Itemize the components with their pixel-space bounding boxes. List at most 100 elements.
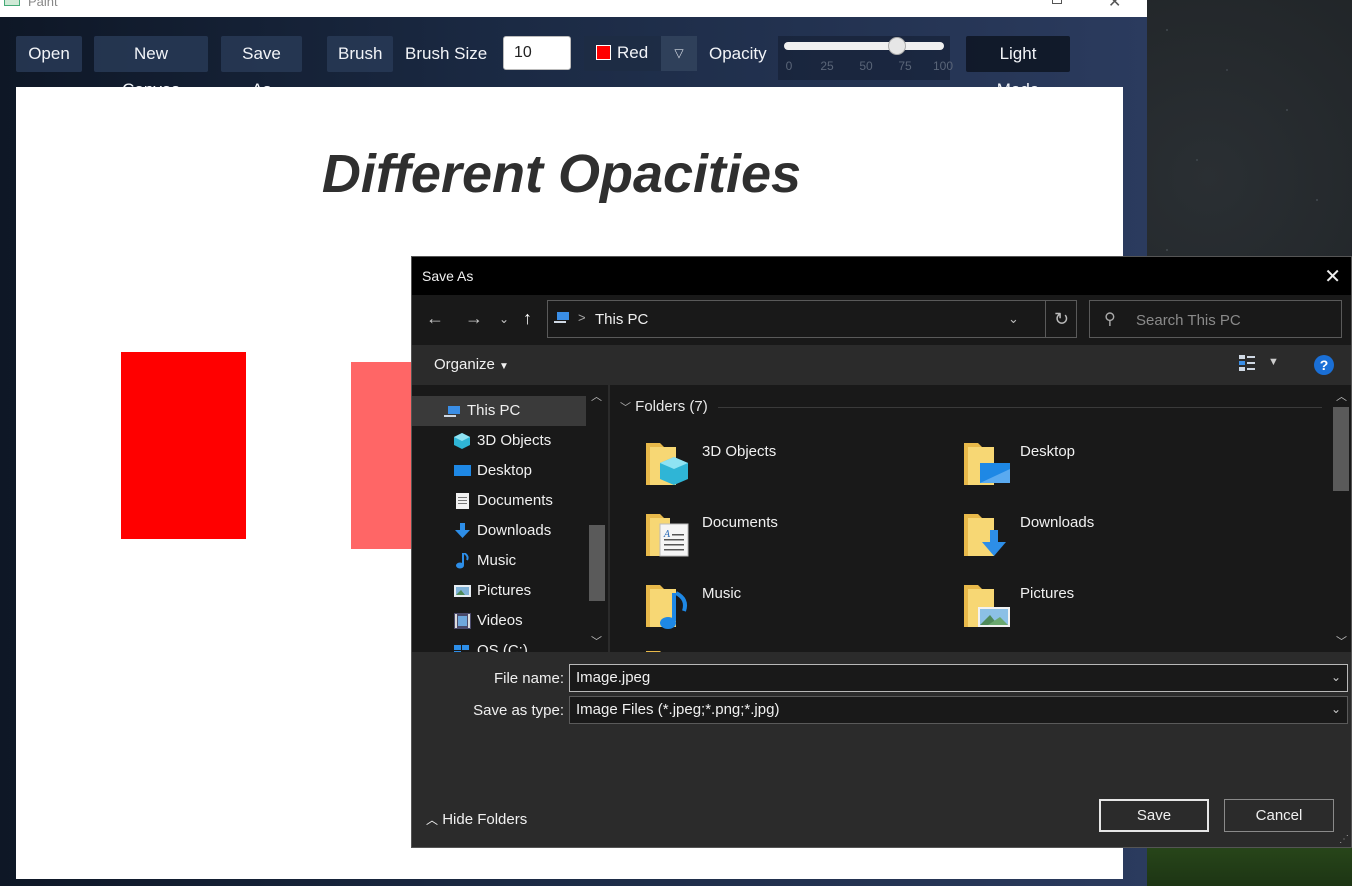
nav-item-this-pc[interactable]: This PC bbox=[412, 396, 586, 426]
nav-item-label: OS (C:) bbox=[477, 642, 528, 652]
save-button[interactable]: Save bbox=[1099, 799, 1209, 832]
folder-pictures-icon bbox=[964, 585, 1010, 627]
scroll-down-icon[interactable]: ﹀ bbox=[591, 636, 602, 648]
refresh-icon[interactable]: ↻ bbox=[1045, 301, 1077, 337]
save-as-type-select[interactable]: Image Files (*.jpeg;*.png;*.jpg) ⌄ bbox=[569, 696, 1348, 724]
chevron-down-icon[interactable]: ⌄ bbox=[1008, 311, 1019, 326]
search-box[interactable]: ⚲ bbox=[1089, 300, 1342, 338]
open-button[interactable]: Open bbox=[16, 36, 82, 72]
opacity-tick: 0 bbox=[785, 59, 793, 73]
hide-folders-button[interactable]: ︿ Hide Folders bbox=[426, 811, 527, 828]
up-arrow-icon[interactable]: ↑ bbox=[523, 308, 532, 328]
nav-item-music[interactable]: Music bbox=[412, 546, 586, 576]
folder-downloads[interactable]: Downloads bbox=[928, 506, 1228, 570]
brush-button[interactable]: Brush bbox=[327, 36, 393, 72]
chevron-down-icon[interactable]: ▽ bbox=[661, 36, 697, 71]
folder-label: Pictures bbox=[1020, 585, 1075, 602]
folder-label: Documents bbox=[702, 514, 778, 531]
folder-content-pane: ﹀ Folders (7) 3D Objects Desktop A bbox=[610, 385, 1351, 652]
nav-item-label: 3D Objects bbox=[477, 432, 552, 449]
maximize-icon[interactable] bbox=[1052, 0, 1062, 4]
svg-text:A: A bbox=[663, 530, 671, 540]
resize-grip-icon[interactable]: ⋰ bbox=[1339, 834, 1349, 845]
folder-documents[interactable]: A Documents bbox=[610, 506, 910, 570]
content-pane-scrollbar[interactable]: ︿ ﹀ bbox=[1331, 385, 1351, 652]
chevron-down-icon[interactable]: ⌄ bbox=[1330, 702, 1341, 716]
caret-down-icon[interactable]: ▼ bbox=[1268, 356, 1279, 368]
folder-downloads-icon bbox=[964, 514, 1006, 556]
desktop-background-foliage bbox=[1147, 846, 1352, 886]
folder-music-icon bbox=[646, 585, 687, 629]
nav-item-desktop[interactable]: Desktop bbox=[412, 456, 586, 486]
app-icon bbox=[4, 0, 20, 6]
pictures-icon bbox=[454, 585, 471, 597]
navigation-pane-scrollbar[interactable]: ︿ ﹀ bbox=[586, 385, 608, 652]
cancel-button[interactable]: Cancel bbox=[1224, 799, 1334, 832]
help-icon[interactable]: ? bbox=[1314, 355, 1334, 375]
opacity-slider-thumb[interactable] bbox=[888, 37, 906, 55]
folder-desktop-icon bbox=[964, 443, 1010, 485]
recent-locations-chevron-icon[interactable]: ⌄ bbox=[499, 312, 510, 326]
opacity-tick: 25 bbox=[820, 59, 834, 73]
opaque-red-rectangle bbox=[121, 352, 246, 539]
scroll-down-icon[interactable]: ﹀ bbox=[1336, 636, 1347, 648]
save-as-button[interactable]: Save As bbox=[221, 36, 302, 99]
music-icon bbox=[456, 553, 469, 569]
new-canvas-button[interactable]: New Canvas bbox=[94, 36, 208, 99]
address-bar[interactable]: > This PC ⌄ ↻ bbox=[547, 300, 1077, 338]
opacity-slider[interactable]: 0 25 50 75 100 bbox=[778, 36, 953, 80]
scrollbar-thumb[interactable] bbox=[1333, 407, 1349, 491]
folder-3d-objects[interactable]: 3D Objects bbox=[610, 435, 910, 499]
scroll-up-icon[interactable]: ︿ bbox=[591, 391, 602, 403]
nav-item-label: Downloads bbox=[477, 522, 552, 539]
organize-menu-button[interactable]: Organize ▼ bbox=[434, 356, 509, 373]
organize-label: Organize bbox=[434, 356, 495, 373]
opacity-slider-track[interactable] bbox=[784, 42, 944, 50]
folder-label: Downloads bbox=[1020, 514, 1095, 531]
nav-item-label: Music bbox=[477, 552, 517, 569]
navigation-bar: ← → ⌄ ↑ > This PC ⌄ ↻ ⚲ bbox=[412, 295, 1351, 345]
light-mode-button[interactable]: Light Mode bbox=[966, 36, 1070, 99]
opacity-tick: 75 bbox=[898, 59, 912, 73]
nav-item-3d-objects[interactable]: 3D Objects bbox=[412, 426, 586, 456]
scrollbar-thumb[interactable] bbox=[589, 525, 605, 601]
folder-music[interactable]: Music bbox=[610, 577, 910, 641]
folder-partial[interactable] bbox=[610, 643, 910, 652]
back-arrow-icon[interactable]: ← bbox=[426, 308, 444, 328]
nav-item-label: Pictures bbox=[477, 582, 532, 599]
file-name-input[interactable]: Image.jpeg ⌄ bbox=[569, 664, 1348, 692]
nav-item-os-c[interactable]: OS (C:) bbox=[412, 636, 586, 652]
color-select[interactable]: Red ▽ bbox=[584, 36, 697, 71]
opacity-label: Opacity bbox=[709, 44, 767, 63]
scroll-up-icon[interactable]: ︿ bbox=[1336, 391, 1347, 403]
close-icon[interactable]: ✕ bbox=[1324, 266, 1341, 288]
view-options-icon[interactable] bbox=[1238, 354, 1256, 372]
navigation-pane: This PC 3D Objects Desktop Documents Dow… bbox=[412, 385, 608, 652]
canvas-title-text: Different Opacities bbox=[321, 144, 802, 204]
window-title: Paint bbox=[28, 0, 58, 9]
chevron-down-icon[interactable]: ⌄ bbox=[1330, 670, 1341, 684]
folder-pictures[interactable]: Pictures bbox=[928, 577, 1228, 641]
cube-icon bbox=[454, 433, 470, 449]
close-icon[interactable]: ✕ bbox=[1108, 0, 1122, 11]
folder-desktop[interactable]: Desktop bbox=[928, 435, 1228, 499]
folder-label: Music bbox=[702, 585, 742, 602]
file-name-value[interactable]: Image.jpeg bbox=[576, 669, 651, 686]
pc-icon bbox=[554, 312, 569, 323]
save-as-dialog: Save As ✕ ← → ⌄ ↑ > This PC ⌄ ↻ ⚲ Organi… bbox=[411, 256, 1352, 848]
dialog-titlebar[interactable]: Save As ✕ bbox=[412, 257, 1351, 295]
window-titlebar[interactable]: Paint ✕ bbox=[0, 0, 1147, 17]
folder-documents-icon: A bbox=[646, 514, 689, 557]
chevron-right-icon[interactable]: > bbox=[578, 310, 586, 325]
nav-item-pictures[interactable]: Pictures bbox=[412, 576, 586, 606]
folders-group-header[interactable]: ﹀ Folders (7) bbox=[620, 398, 708, 415]
nav-item-videos[interactable]: Videos bbox=[412, 606, 586, 636]
dialog-title: Save As bbox=[422, 268, 474, 284]
search-input[interactable] bbox=[1134, 309, 1334, 331]
nav-item-downloads[interactable]: Downloads bbox=[412, 516, 586, 546]
address-location[interactable]: This PC bbox=[595, 311, 649, 328]
forward-arrow-icon[interactable]: → bbox=[465, 308, 483, 328]
brush-size-input[interactable] bbox=[503, 36, 571, 70]
nav-item-documents[interactable]: Documents bbox=[412, 486, 586, 516]
nav-item-label: This PC bbox=[467, 402, 521, 419]
